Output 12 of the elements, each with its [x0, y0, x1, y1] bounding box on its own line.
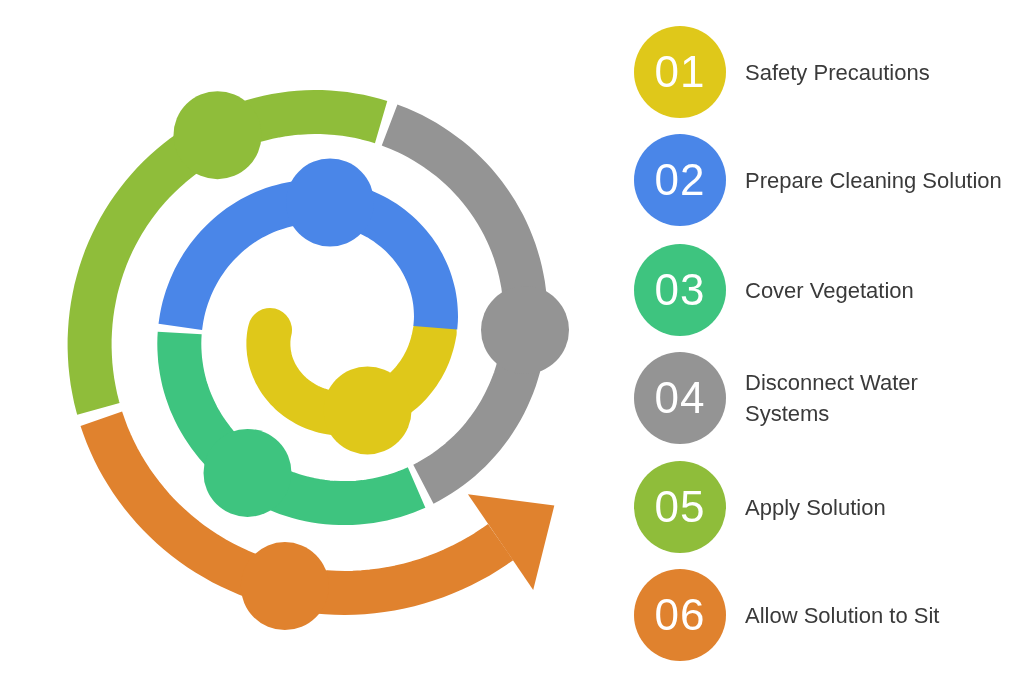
- step-number-circle: 05: [634, 461, 726, 553]
- step-label: Prepare Cleaning Solution: [745, 166, 1003, 195]
- step-number-circle: 04: [634, 352, 726, 444]
- step-label: Allow Solution to Sit: [745, 601, 941, 630]
- step-label: Disconnect Water Systems: [745, 369, 919, 428]
- step-number-circle: 01: [634, 26, 726, 118]
- step-label: Cover Vegetation: [745, 276, 915, 305]
- step-number-circle: 06: [634, 569, 726, 661]
- step-label: Safety Precautions: [745, 58, 931, 87]
- step-number-circle: 02: [634, 134, 726, 226]
- step-label: Apply Solution: [745, 493, 887, 522]
- step-number-circle: 03: [634, 244, 726, 336]
